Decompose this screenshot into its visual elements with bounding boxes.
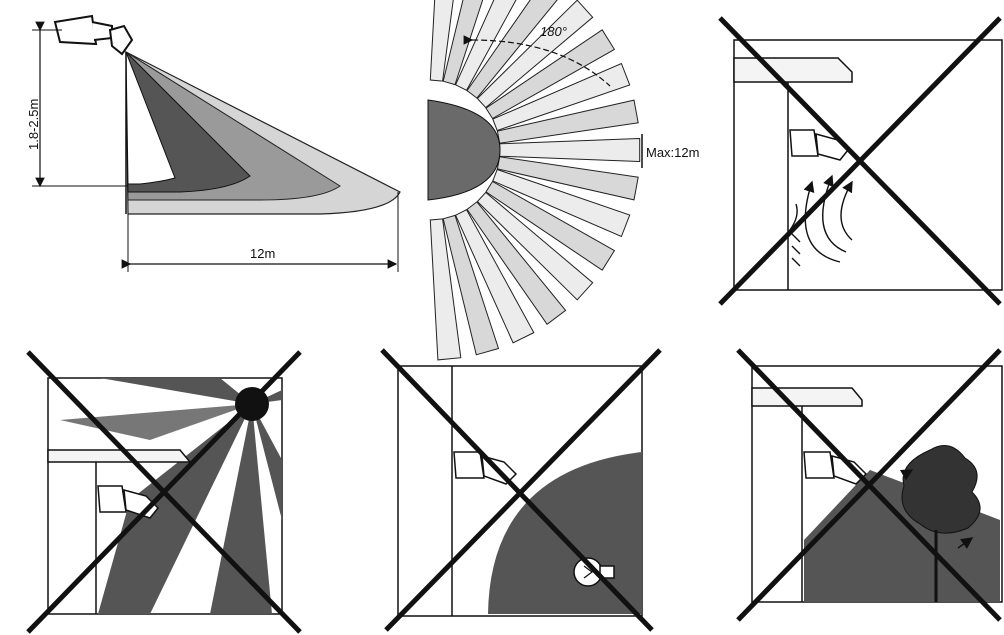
- panel-avoid-light-source: [380, 348, 662, 632]
- panel-avoid-heat-source: [718, 16, 1003, 306]
- cross-out-icon: [736, 348, 1002, 622]
- fan-ray: [429, 0, 454, 82]
- sun-rays: [60, 378, 282, 614]
- angle-label: 180°: [540, 24, 567, 39]
- light-bulb-icon: [573, 557, 615, 587]
- fan-ray: [454, 0, 517, 91]
- sensor-icon: [53, 14, 134, 56]
- fan-ray: [496, 156, 639, 201]
- panel-side-view: 1.8-2.5m 12m: [26, 14, 401, 272]
- fan-ray: [476, 191, 594, 301]
- fan-rays: [429, 0, 641, 361]
- fan-ray: [492, 168, 631, 238]
- fan-ray: [442, 214, 500, 356]
- fan-ray: [442, 0, 484, 86]
- fan-ray: [485, 180, 616, 271]
- fan-ray: [466, 0, 558, 99]
- fan-ray: [454, 209, 535, 344]
- cross-out-icon: [26, 350, 302, 634]
- panel-avoid-moving-objects: [736, 348, 1003, 622]
- fan-ray: [499, 137, 641, 163]
- max-range-label: Max:12m: [646, 145, 699, 160]
- panel-avoid-sunlight: [26, 350, 302, 634]
- fan-ray: [429, 218, 462, 361]
- panel-top-view: 180° Max:12m: [427, 0, 699, 361]
- tree-icon: [897, 445, 981, 602]
- sensor-icon: [97, 485, 160, 519]
- fan-ray: [466, 201, 567, 326]
- cross-out-icon: [380, 348, 662, 632]
- sensor-icon: [803, 451, 868, 485]
- sensor-icon: [789, 129, 850, 161]
- cross-out-icon: [718, 16, 1002, 306]
- fan-ray: [492, 62, 631, 132]
- height-label: 1.8-2.5m: [26, 99, 41, 150]
- distance-label: 12m: [250, 246, 275, 261]
- fan-ray: [476, 0, 594, 109]
